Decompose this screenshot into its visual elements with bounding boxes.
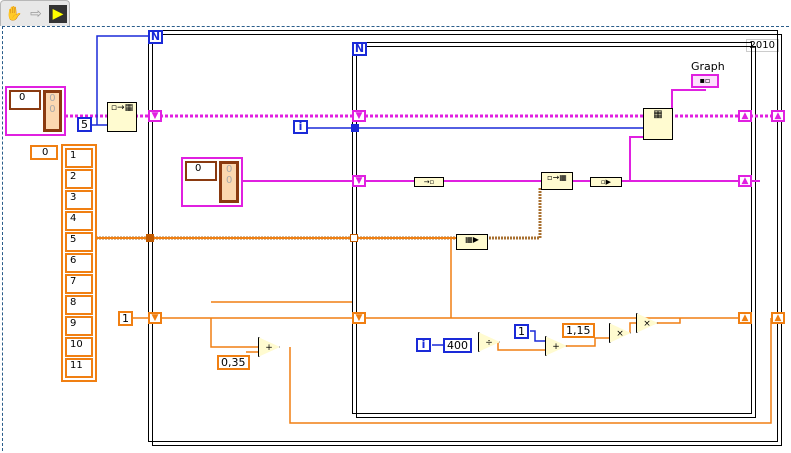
- cluster-constant-value[interactable]: 0: [226, 175, 233, 186]
- array-element[interactable]: 10: [65, 337, 93, 357]
- diagram-frame: 2010: [2, 26, 789, 451]
- constant-1-int[interactable]: 1: [514, 324, 529, 339]
- graph-label: Graph: [691, 60, 725, 73]
- iteration-terminal-2: i: [416, 338, 431, 352]
- graph-terminal[interactable]: ▪▫: [691, 74, 719, 88]
- shift-register-left-inner-orange[interactable]: ▼: [352, 312, 366, 324]
- array-element[interactable]: 9: [65, 316, 93, 336]
- shift-register-right-orange[interactable]: ▲: [771, 312, 785, 324]
- array-index[interactable]: 0: [30, 145, 58, 160]
- array-element[interactable]: 5: [65, 232, 93, 252]
- constant-1-15[interactable]: 1,15: [562, 323, 595, 338]
- hand-icon[interactable]: ✋: [5, 5, 23, 22]
- toolbar: ✋ ⇨ ▶: [0, 0, 70, 26]
- cluster-value[interactable]: 0: [49, 104, 56, 115]
- cluster-value[interactable]: 0: [49, 93, 56, 104]
- version-label: 2010: [745, 39, 779, 52]
- tunnel-outer[interactable]: [146, 234, 154, 242]
- array-element[interactable]: 4: [65, 211, 93, 231]
- bundle-node[interactable]: →▫: [414, 177, 444, 187]
- shift-register-left-inner-2[interactable]: ▼: [352, 175, 366, 187]
- constant-1[interactable]: 1: [118, 311, 133, 326]
- cluster-index[interactable]: 0: [9, 90, 41, 110]
- array-element[interactable]: 11: [65, 358, 93, 378]
- array-element[interactable]: 6: [65, 253, 93, 273]
- array-element[interactable]: 1: [65, 148, 93, 168]
- array-element[interactable]: 3: [65, 190, 93, 210]
- array-element[interactable]: 7: [65, 274, 93, 294]
- shift-register-left[interactable]: ▼: [148, 110, 162, 122]
- initialize-array-node[interactable]: ▫→▦: [107, 102, 137, 132]
- shift-register-right-inner-2[interactable]: ▲: [738, 175, 752, 187]
- tunnel-inner[interactable]: [350, 234, 358, 242]
- array-element[interactable]: 2: [65, 169, 93, 189]
- highlight-execution-icon[interactable]: ▶: [49, 4, 67, 23]
- cluster-control[interactable]: 0 0 0: [5, 86, 66, 136]
- array-element[interactable]: 8: [65, 295, 93, 315]
- outer-count-terminal[interactable]: N: [148, 30, 163, 44]
- shift-register-left-inner[interactable]: ▼: [352, 110, 366, 122]
- inner-loop-shadow: [356, 46, 756, 418]
- shift-register-right-inner-orange[interactable]: ▲: [738, 312, 752, 324]
- cluster-constant-index[interactable]: 0: [185, 161, 218, 181]
- build-cluster-array-node[interactable]: ▦: [643, 108, 673, 140]
- constant-0-35[interactable]: 0,35: [217, 355, 250, 370]
- shift-register-left-orange[interactable]: ▼: [148, 312, 162, 324]
- build-array-node[interactable]: ▦▶: [456, 234, 488, 250]
- inner-count-terminal[interactable]: N: [352, 42, 367, 56]
- shift-register-right-inner[interactable]: ▲: [738, 110, 752, 122]
- constant-5[interactable]: 5: [77, 117, 92, 132]
- constant-400[interactable]: 400: [443, 338, 472, 353]
- replace-array-node[interactable]: ▫→▦: [541, 172, 573, 190]
- inner-for-loop[interactable]: [352, 42, 752, 414]
- unbundle-node[interactable]: ▫▶: [590, 177, 622, 187]
- shift-register-right[interactable]: ▲: [771, 110, 785, 122]
- iteration-terminal: i: [293, 120, 308, 134]
- cluster-constant-value[interactable]: 0: [226, 164, 233, 175]
- arrow-icon[interactable]: ⇨: [30, 5, 42, 22]
- tunnel-iteration[interactable]: [351, 124, 359, 132]
- cluster-constant[interactable]: 0 0 0: [181, 157, 243, 207]
